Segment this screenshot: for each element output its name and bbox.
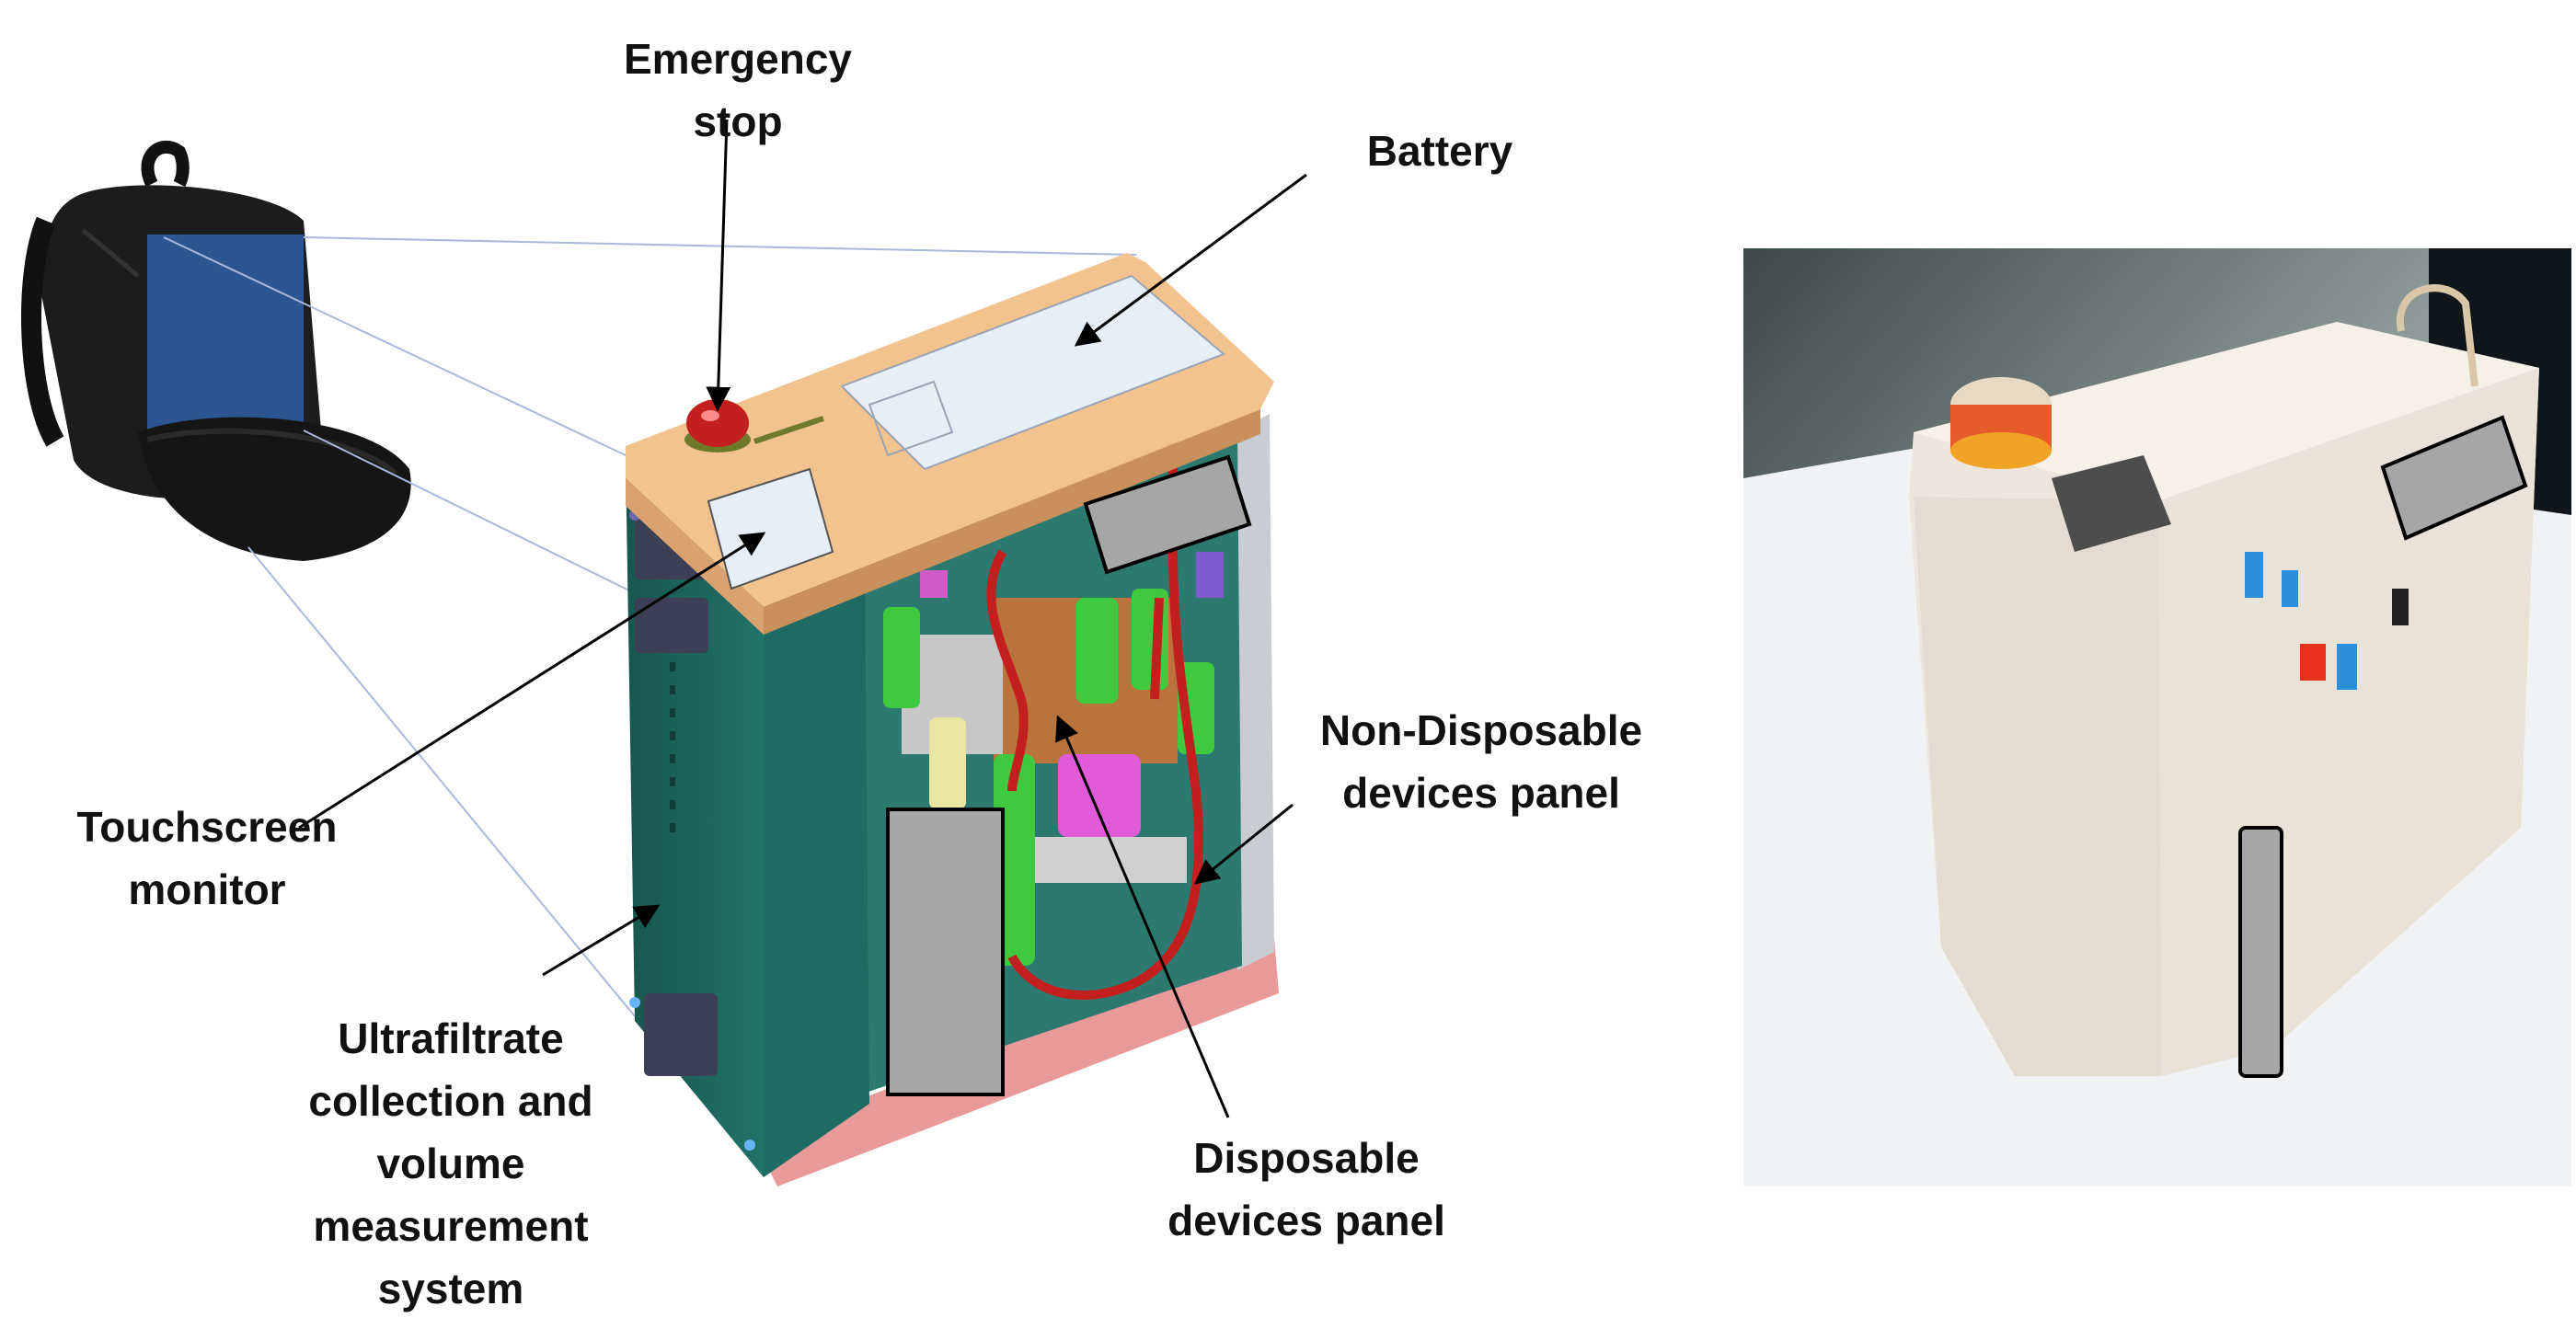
label-ultrafiltrate-system: Ultrafiltrate collection and volume meas…	[276, 1007, 626, 1320]
label-non-disposable-panel: Non-Disposable devices panel	[1288, 699, 1674, 824]
red-mushroom-button-icon	[684, 399, 751, 453]
projection-lines	[163, 236, 1137, 1017]
label-line: Emergency	[623, 35, 852, 83]
arrow-emergency-stop	[706, 119, 731, 412]
label-line: devices panel	[1342, 769, 1620, 817]
redaction-box	[2238, 826, 2283, 1078]
leader-arrows	[298, 119, 1307, 1118]
label-battery: Battery	[1325, 120, 1555, 182]
label-line: measurement	[313, 1202, 589, 1250]
label-line: devices panel	[1167, 1197, 1445, 1244]
arrow-ultrafiltrate	[542, 904, 661, 977]
label-line: Battery	[1366, 127, 1513, 175]
backpack-icon	[20, 141, 411, 561]
label-line: volume	[376, 1140, 525, 1187]
label-line: Disposable	[1193, 1134, 1420, 1182]
disposable-devices	[883, 552, 1224, 966]
device-photo	[1743, 248, 2571, 1186]
label-line: Ultrafiltrate	[338, 1014, 564, 1062]
redaction-box	[2380, 415, 2528, 541]
disposable-base	[754, 938, 1279, 1186]
label-line: Non-Disposable	[1319, 706, 1643, 754]
label-line: collection and	[308, 1077, 593, 1125]
redaction-box	[1083, 454, 1252, 575]
battery	[840, 274, 1225, 471]
label-line: system	[377, 1265, 524, 1312]
screen-highlight	[147, 235, 304, 437]
label-emergency-stop: Emergency stop	[600, 28, 876, 153]
label-disposable-panel: Disposable devices panel	[1141, 1127, 1472, 1252]
label-line: stop	[693, 97, 783, 145]
arrow-disposable	[1055, 715, 1230, 1118]
device-cad-model	[626, 253, 1279, 1186]
arrow-touchscreen	[298, 532, 766, 830]
arrow-non-disposable	[1193, 803, 1294, 885]
label-line: Touchscreen	[76, 803, 338, 851]
redaction-box	[886, 808, 1005, 1096]
label-touchscreen-monitor: Touchscreen monitor	[55, 796, 359, 921]
label-line: monitor	[128, 865, 286, 913]
arrow-battery	[1074, 173, 1307, 347]
